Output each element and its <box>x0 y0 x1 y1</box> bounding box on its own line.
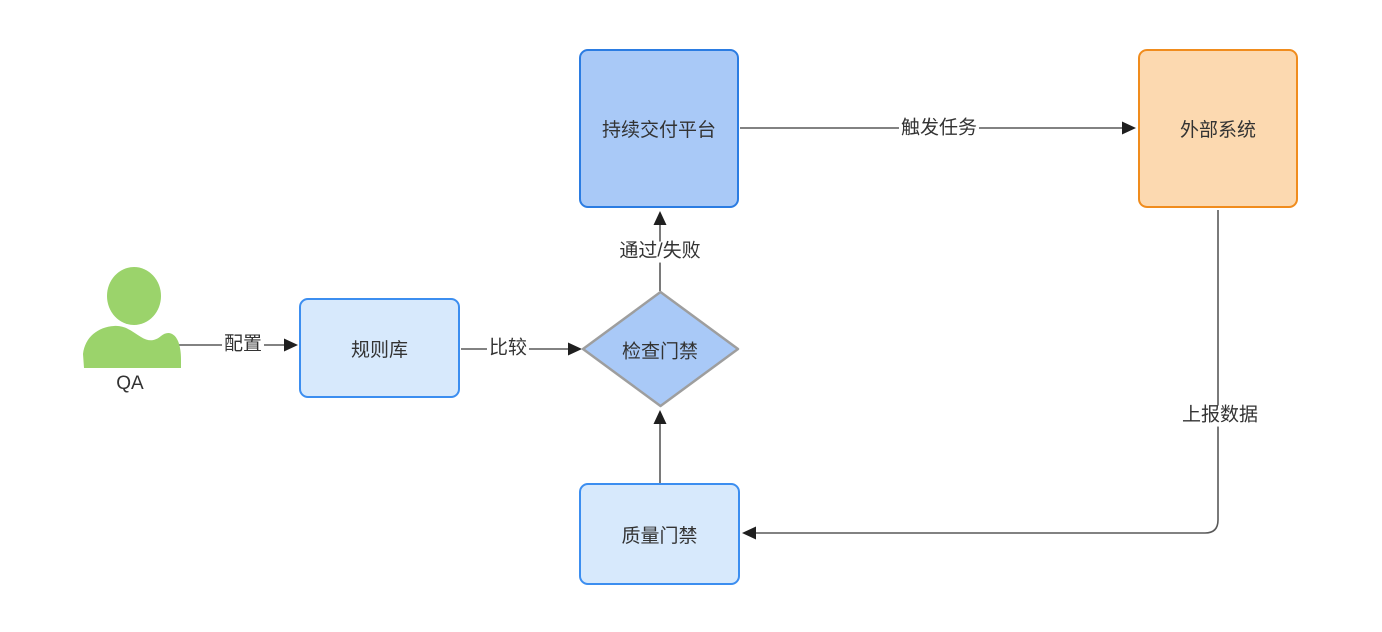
node-quality-gate[interactable]: 质量门禁 <box>579 483 740 585</box>
person-body <box>83 325 181 368</box>
arrowhead-quality-to-check <box>653 410 667 424</box>
arrowhead-trigger-task <box>1122 121 1136 135</box>
edge-quality-to-check[interactable] <box>653 410 667 483</box>
qa-person-icon[interactable] <box>83 267 181 368</box>
arrowhead-configure <box>284 338 298 352</box>
arrowhead-report-data <box>742 526 756 540</box>
node-quality-gate-label: 质量门禁 <box>621 525 698 547</box>
node-external-system-label: 外部系统 <box>1179 120 1256 141</box>
edge-label-pass-fail[interactable]: 通过/失败 <box>617 240 703 263</box>
edge-report-data[interactable] <box>742 210 1219 540</box>
node-rules[interactable]: 规则库 <box>299 298 460 398</box>
node-check-gate-label: 检查门禁 <box>621 341 699 363</box>
edge-report-data-line[interactable] <box>754 210 1219 534</box>
node-cd-platform[interactable]: 持续交付平台 <box>579 49 739 208</box>
arrowhead-pass-fail <box>653 211 667 225</box>
edge-label-configure[interactable]: 配置 <box>221 333 265 356</box>
qa-actor-label: QA <box>116 373 144 394</box>
node-rules-label: 规则库 <box>350 339 408 361</box>
edge-label-compare[interactable]: 比较 <box>486 337 530 360</box>
edge-label-trigger-task[interactable]: 触发任务 <box>898 117 980 140</box>
node-external-system[interactable]: 外部系统 <box>1138 49 1298 208</box>
person-head <box>107 267 161 325</box>
node-cd-platform-label: 持续交付平台 <box>601 120 716 141</box>
edge-label-report-data[interactable]: 上报数据 <box>1179 404 1261 427</box>
arrowhead-compare <box>568 342 582 356</box>
